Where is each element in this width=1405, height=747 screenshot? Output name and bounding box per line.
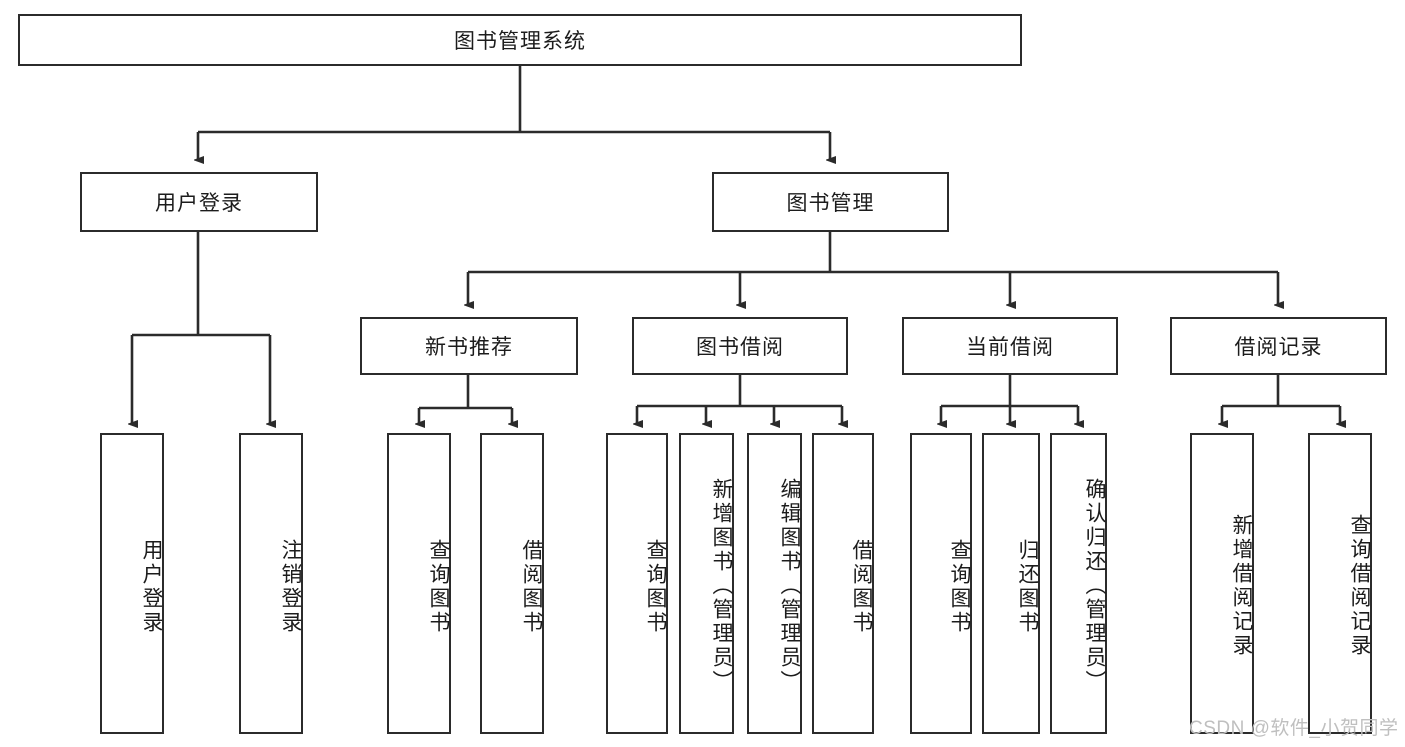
leaf-confirm-return-admin-label: 确认归还（管理员）	[1083, 477, 1106, 694]
watermark: CSDN @软件_小贺同学	[1189, 713, 1398, 740]
leaf-logout-login-label: 注销登录	[279, 538, 302, 635]
leaf-query-book-3-label: 查询图书	[948, 538, 971, 635]
node-book-borrow[interactable]: 图书借阅	[632, 317, 848, 375]
leaf-user-login-label: 用户登录	[140, 538, 163, 635]
node-book-manage-label: 图书管理	[786, 192, 875, 215]
leaf-add-borrow-record-label: 新增借阅记录	[1230, 513, 1253, 658]
leaf-query-book-2-label: 查询图书	[644, 538, 667, 635]
node-current-borrow-label: 当前借阅	[966, 336, 1054, 359]
node-user-login[interactable]: 用户登录	[80, 172, 318, 232]
node-book-borrow-label: 图书借阅	[696, 336, 784, 359]
leaf-add-book-admin[interactable]: 新增图书（管理员）	[679, 433, 734, 734]
leaf-borrow-book-2[interactable]: 借阅图书	[812, 433, 874, 734]
node-current-borrow[interactable]: 当前借阅	[902, 317, 1118, 375]
node-root[interactable]: 图书管理系统	[18, 14, 1022, 66]
leaf-add-book-admin-label: 新增图书（管理员）	[710, 477, 733, 694]
leaf-logout-login[interactable]: 注销登录	[239, 433, 303, 734]
leaf-borrow-book-1[interactable]: 借阅图书	[480, 433, 544, 734]
leaf-query-borrow-record[interactable]: 查询借阅记录	[1308, 433, 1372, 734]
leaf-edit-book-admin[interactable]: 编辑图书（管理员）	[747, 433, 802, 734]
leaf-query-book-1[interactable]: 查询图书	[387, 433, 451, 734]
node-user-login-label: 用户登录	[155, 192, 243, 215]
leaf-confirm-return-admin[interactable]: 确认归还（管理员）	[1050, 433, 1107, 734]
leaf-query-book-3[interactable]: 查询图书	[910, 433, 972, 734]
leaf-return-book[interactable]: 归还图书	[982, 433, 1040, 734]
leaf-query-book-1-label: 查询图书	[427, 538, 450, 635]
leaf-edit-book-admin-label: 编辑图书（管理员）	[778, 477, 801, 694]
leaf-query-borrow-record-label: 查询借阅记录	[1348, 513, 1371, 658]
node-borrow-record-label: 借阅记录	[1234, 336, 1323, 359]
leaf-borrow-book-2-label: 借阅图书	[850, 538, 873, 635]
leaf-query-book-2[interactable]: 查询图书	[606, 433, 668, 734]
leaf-add-borrow-record[interactable]: 新增借阅记录	[1190, 433, 1254, 734]
node-new-book-recommend-label: 新书推荐	[425, 336, 513, 359]
leaf-borrow-book-1-label: 借阅图书	[520, 538, 543, 635]
leaf-return-book-label: 归还图书	[1016, 538, 1039, 635]
watermark-text: CSDN @软件_小贺同学	[1189, 718, 1399, 739]
leaf-user-login[interactable]: 用户登录	[100, 433, 164, 734]
node-borrow-record[interactable]: 借阅记录	[1170, 317, 1387, 375]
node-book-manage[interactable]: 图书管理	[712, 172, 949, 232]
node-new-book-recommend[interactable]: 新书推荐	[360, 317, 578, 375]
node-root-label: 图书管理系统	[454, 30, 586, 53]
